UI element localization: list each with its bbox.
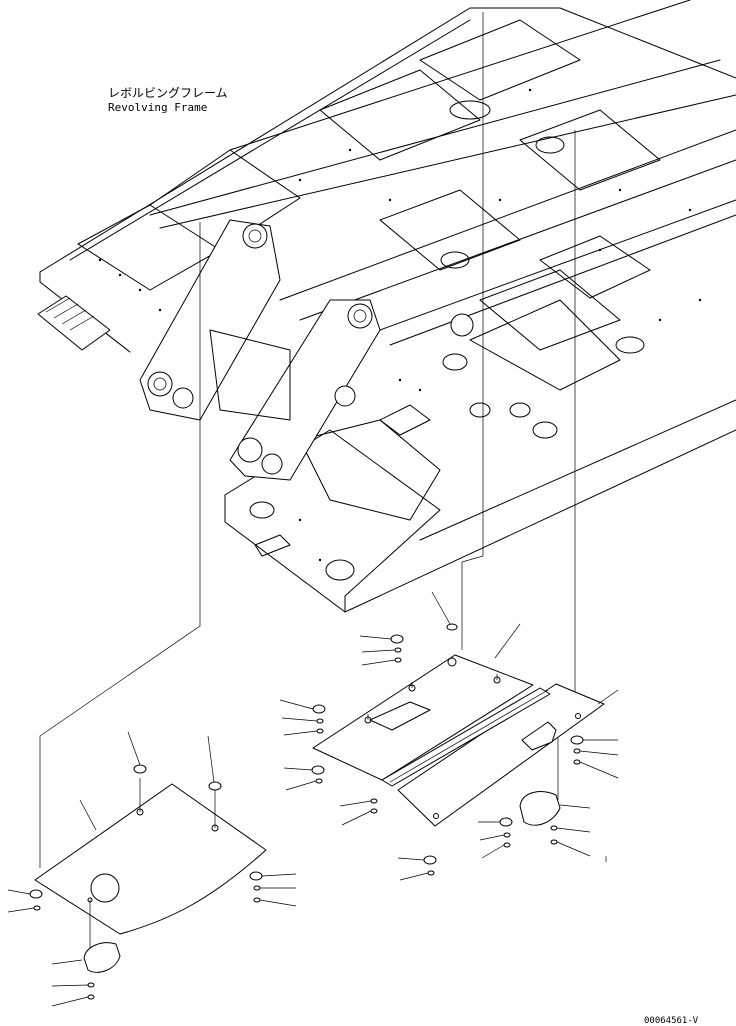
right-lower-cover xyxy=(381,683,605,827)
inspection-lid-right xyxy=(519,738,561,826)
fasteners xyxy=(7,591,619,1007)
drawing-code: 00064561-V xyxy=(644,1016,699,1026)
left-lower-cover xyxy=(34,778,267,950)
revolving-frame xyxy=(37,0,736,613)
frame-title-english: Revolving Frame xyxy=(108,101,207,114)
inspection-lid-left xyxy=(83,942,121,973)
center-upper-cover xyxy=(312,654,534,781)
frame-title-japanese: レボルビングフレーム xyxy=(108,86,228,100)
leader-lines xyxy=(39,12,576,868)
